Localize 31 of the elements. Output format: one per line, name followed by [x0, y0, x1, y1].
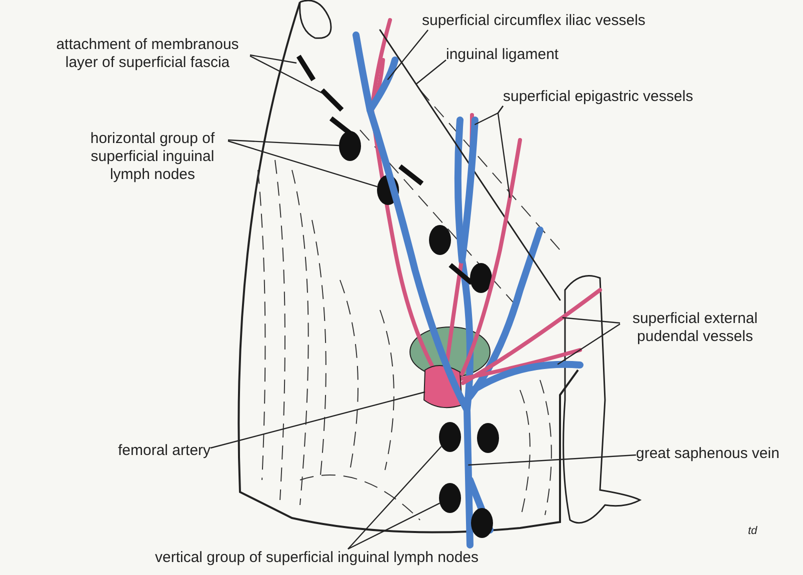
anatomy-label: superficial circumflex iliac vessels	[422, 12, 646, 30]
lymph-node	[470, 263, 492, 293]
leader-line	[348, 502, 440, 550]
leader-line	[228, 139, 340, 146]
leader-line	[228, 140, 378, 188]
anatomy-label: femoral artery	[118, 442, 211, 460]
lymph-node	[339, 131, 361, 161]
leader-line	[387, 30, 428, 80]
leader-line	[348, 446, 442, 550]
leader-line	[557, 324, 620, 365]
artery	[461, 288, 602, 385]
lymph-node	[477, 423, 499, 453]
artery	[460, 138, 522, 376]
leader-line	[210, 391, 426, 449]
anatomy-label: great saphenous vein	[636, 445, 780, 463]
anatomy-label: superficial external pudendal vessels	[620, 310, 770, 346]
leader-line	[497, 106, 510, 198]
lymph-node	[377, 175, 399, 205]
leader-line	[416, 60, 446, 85]
anatomy-label: attachment of membranous layer of superficial fascia	[45, 36, 250, 72]
anatomy-label: vertical group of superficial inguinal lymph nodes	[155, 549, 479, 567]
leader-line	[250, 55, 322, 94]
leader-line	[562, 317, 620, 324]
leader-line	[250, 54, 297, 64]
lymph-node	[429, 225, 451, 255]
anatomy-label: horizontal group of superficial inguinal lymph nodes	[75, 130, 230, 184]
lymph-node	[471, 508, 493, 538]
leader-line	[468, 454, 636, 466]
anatomy-label: inguinal ligament	[446, 46, 559, 64]
anatomy-label: superficial epigastric vessels	[503, 88, 694, 106]
signature-text: td	[748, 524, 758, 539]
